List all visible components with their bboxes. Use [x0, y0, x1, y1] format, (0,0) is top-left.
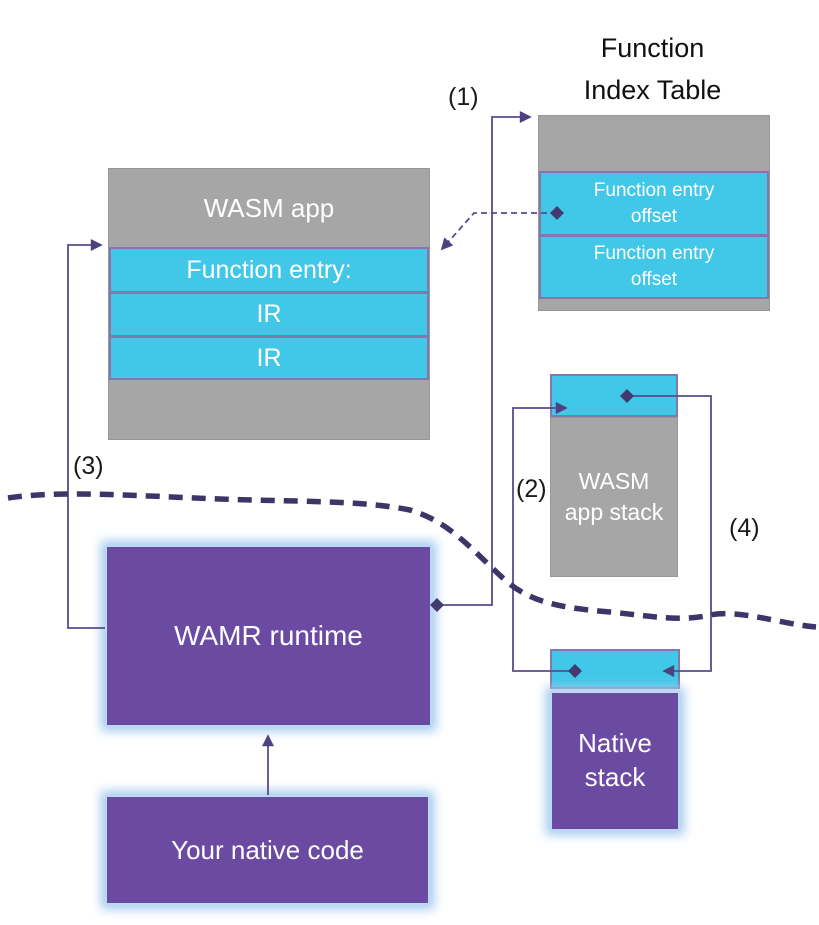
- wamr-runtime-box: WAMR runtime: [105, 545, 432, 727]
- connector-3-runtime-to-wasm-app: [67, 239, 105, 629]
- wasm-app-header: WASM app: [203, 193, 335, 223]
- step-label-4: (4): [729, 514, 760, 542]
- wasm-app-row-function-entry: Function entry:: [109, 247, 429, 293]
- wasm-app-row-ir-1: IR: [109, 292, 429, 337]
- step-label-3: (3): [73, 452, 104, 480]
- function-index-table-title: Function Index Table: [583, 33, 722, 105]
- function-index-table-top-strip: [539, 116, 769, 172]
- wasm-app-row-ir-2: IR: [109, 336, 429, 380]
- step-label-1: (1): [448, 83, 479, 111]
- your-native-code-box: Your native code: [105, 795, 430, 905]
- function-entry-offset-row-1: Function entry offset: [539, 171, 769, 236]
- wasm-app-box: WASM app Function entry: IR IR: [108, 168, 430, 440]
- connector-1-runtime-to-index-table: [430, 111, 532, 612]
- native-stack-label: Native stack: [550, 691, 680, 831]
- native-stack-top-bar: [550, 649, 680, 689]
- wasm-app-stack-box: WASM app stack: [550, 374, 678, 578]
- wasm-app-stack-top-bar: [550, 374, 678, 417]
- function-entry-offset-row-2: Function entry offset: [539, 235, 769, 299]
- step-label-2: (2): [516, 475, 547, 503]
- native-stack-box: Native stack: [550, 649, 680, 832]
- function-index-table-box: Function entry offset Function entry off…: [538, 115, 770, 311]
- wasm-app-stack-label: WASM app stack: [550, 417, 678, 577]
